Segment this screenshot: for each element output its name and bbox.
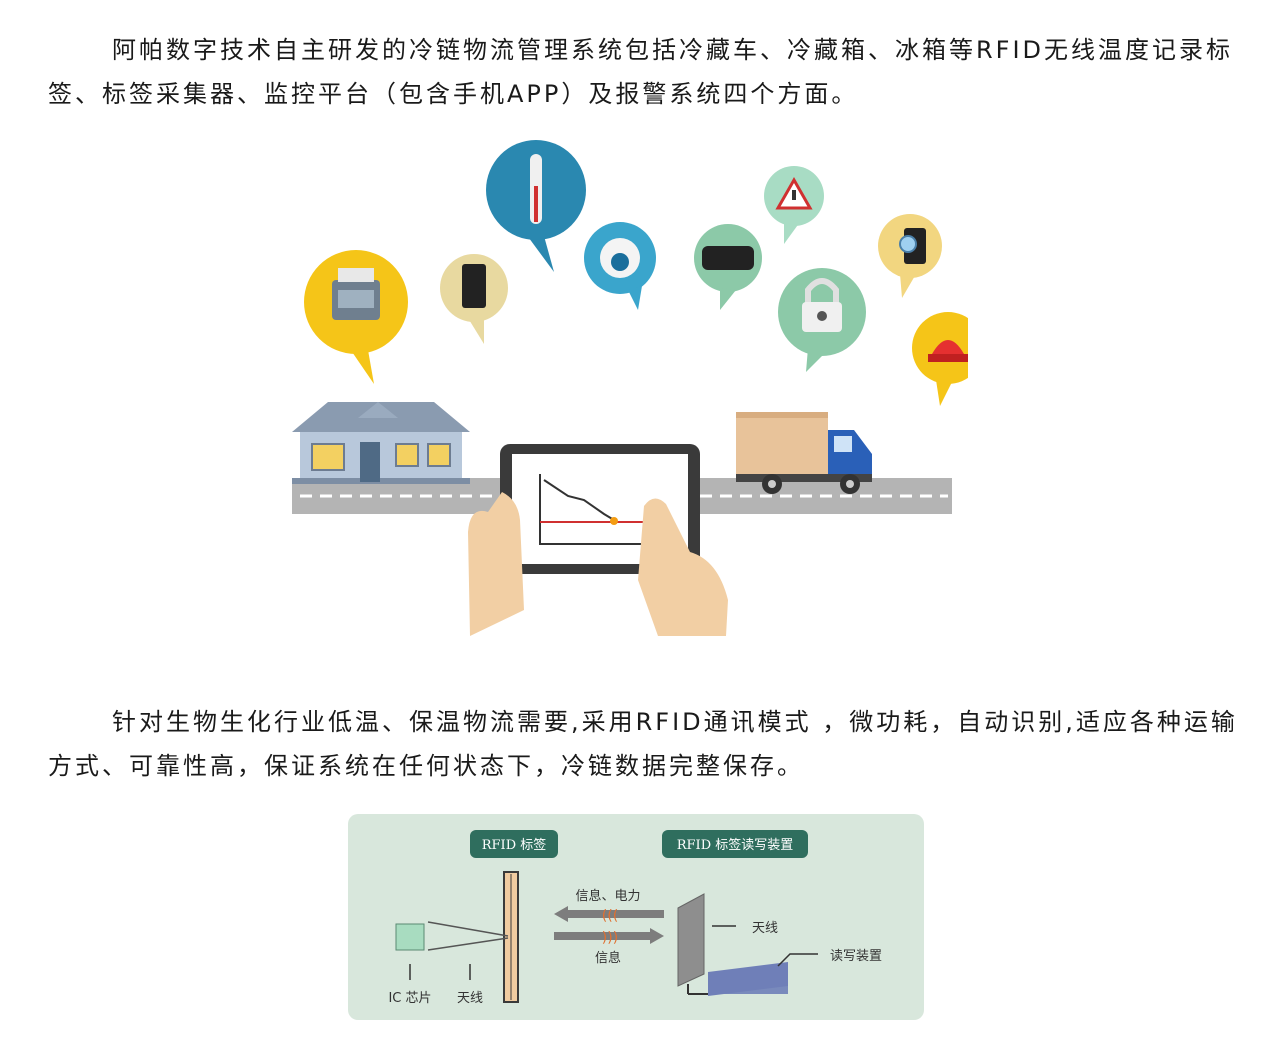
arrow-right: [554, 928, 664, 944]
rfid-tag-badge-label: RFID 标签: [482, 837, 547, 853]
hands-icon: [468, 492, 728, 636]
bubble-alarm-light: [912, 312, 968, 406]
bubble-phone-search: [878, 214, 942, 298]
rfid-diagram: RFID 标签 RFID 标签读写装置 ((( ))) 信息、电力 信息 天线 …: [348, 814, 924, 1020]
svg-text:(((: (((: [602, 908, 618, 924]
bubble-warning: [764, 166, 824, 244]
bubble-camera: [584, 222, 656, 310]
house-icon: [292, 402, 470, 484]
label-reader-device: 读写装置: [830, 949, 882, 964]
rfid-tag-badge: [470, 830, 558, 858]
label-antenna-tag: 天线: [457, 991, 483, 1006]
bubble-printer: [304, 250, 408, 384]
arrow-left: [554, 906, 664, 922]
reader-antenna: [677, 893, 705, 987]
bubble-gateway: [694, 224, 762, 310]
label-antenna-reader: 天线: [752, 921, 778, 936]
bubble-thermometer: [486, 140, 586, 272]
rfid-reader-badge-label: RFID 标签读写装置: [677, 837, 794, 853]
label-info-power: 信息、电力: [575, 888, 640, 904]
svg-text:))): ))): [602, 930, 618, 946]
features-paragraph: 针对生物生化行业低温、保温物流需要,采用RFID通讯模式 ，微功耗，自动识别,适…: [48, 708, 1238, 780]
label-ic-chip: IC 芯片: [388, 991, 431, 1006]
cold-chain-illustration: [292, 140, 968, 636]
bubble-lock: [778, 268, 866, 372]
intro-paragraph: 阿帕数字技术自主研发的冷链物流管理系统包括冷藏车、冷藏箱、冰箱等RFID无线温度…: [48, 36, 1234, 108]
truck-icon: [736, 412, 872, 494]
label-info: 信息: [595, 950, 621, 966]
rfid-reader-badge: [662, 830, 808, 858]
ic-chip: [395, 923, 425, 951]
bubble-tag-device: [440, 254, 508, 344]
